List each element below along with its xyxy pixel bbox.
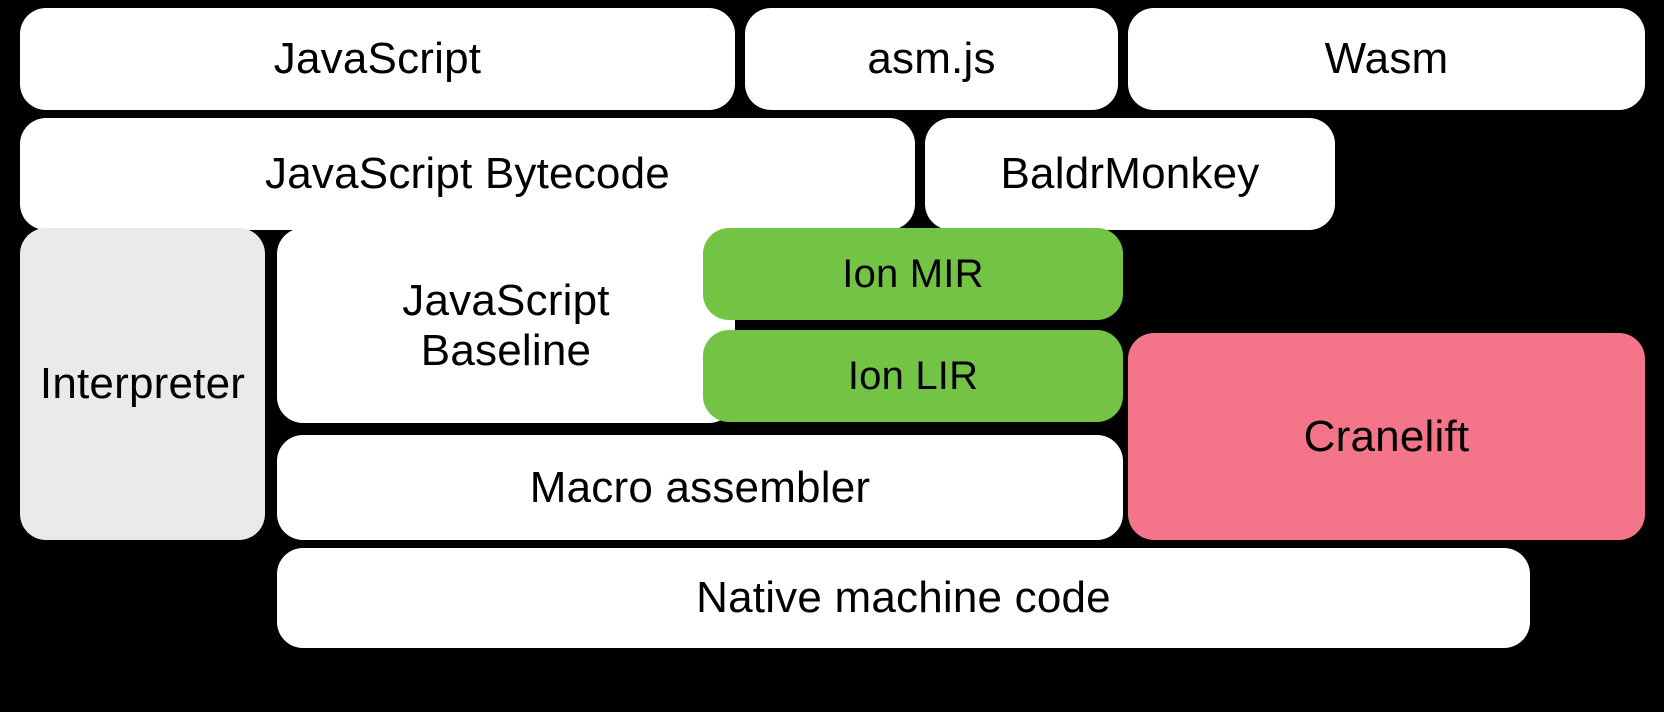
node-native-machine-code: Native machine code [277, 548, 1530, 648]
node-javascript-baseline: JavaScript Baseline [277, 228, 735, 423]
node-cranelift: Cranelift [1128, 333, 1645, 540]
node-javascript: JavaScript [20, 8, 735, 110]
node-baldrmonkey: BaldrMonkey [925, 118, 1335, 230]
node-ion-lir: Ion LIR [703, 330, 1123, 422]
node-interpreter: Interpreter [20, 228, 265, 540]
node-ion-mir: Ion MIR [703, 228, 1123, 320]
node-javascript-bytecode: JavaScript Bytecode [20, 118, 915, 230]
node-macro-assembler: Macro assembler [277, 435, 1123, 540]
node-wasm: Wasm [1128, 8, 1645, 110]
node-asmjs: asm.js [745, 8, 1118, 110]
